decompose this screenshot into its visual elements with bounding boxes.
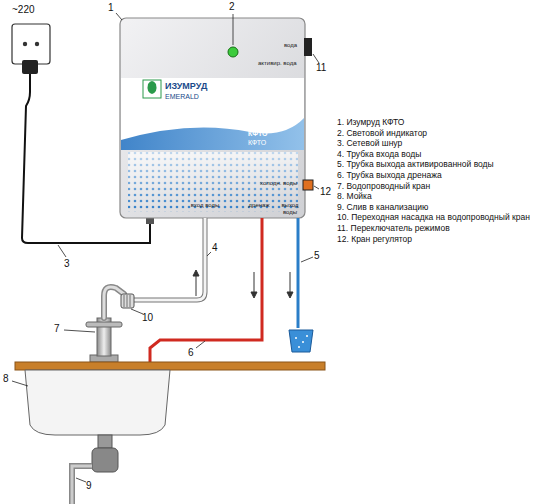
model-name: КФТО [248, 130, 267, 138]
model-name: КФТО [248, 139, 266, 147]
drain-trap [92, 448, 118, 472]
regulator-valve [303, 180, 313, 190]
drain-tube [150, 218, 262, 364]
logo-drop [148, 81, 157, 94]
inlet-tube [134, 218, 205, 300]
legend-line: 2. Световой индикатор [337, 129, 427, 138]
panel-label: холодн. воды [260, 180, 297, 187]
legend-line: 11. Переключатель режимов [337, 224, 450, 233]
legend-line: 7. Водопроводный кран [337, 182, 430, 191]
port-label: вход воды [189, 202, 221, 209]
legend-line: 9. Слив в канализацию [337, 203, 428, 212]
legend-line: 5. Трубка выхода активированной воды [337, 160, 494, 169]
indicator-light [228, 47, 238, 57]
callout-number: 7 [54, 323, 60, 334]
legend-line: 10. Переходная насадка на водопроводный … [337, 213, 530, 222]
brand-name: ИЗУМРУД [165, 82, 207, 92]
device-housing: ИЗУМРУДEMERALD КФТОКФТО вода активир. вода х… [120, 18, 305, 218]
tap-adapter [121, 294, 134, 308]
device-housing [120, 18, 305, 218]
legend-line: 8. Мойка [337, 192, 372, 201]
callout-number: 1 [108, 2, 114, 13]
panel-label: вода [284, 42, 297, 49]
mode-switch [304, 38, 312, 56]
plug [22, 60, 38, 74]
wall-socket [12, 24, 50, 64]
callout-number: 3 [64, 258, 70, 269]
leader-lines [12, 13, 319, 482]
callout-number: 12 [320, 186, 331, 197]
callout-number: 9 [86, 480, 92, 491]
callout-number: 2 [229, 1, 235, 12]
sink [25, 370, 170, 435]
port-label: выход воды [276, 202, 304, 215]
legend-line: 12. Кран регулятор [337, 235, 412, 244]
outlet-tube [297, 218, 300, 328]
drain-pipe [72, 466, 92, 504]
callout-number: 10 [142, 312, 153, 323]
countertop [15, 362, 325, 370]
glass [289, 330, 313, 352]
callout-number: 6 [188, 347, 194, 358]
panel-label: активир. вода [258, 60, 297, 67]
legend-line: 1. Изумруд КФТО [337, 118, 404, 127]
legend-line: 3. Сетевой шнур [337, 139, 402, 148]
callout-number: 4 [212, 242, 218, 253]
callout-number: 11 [316, 62, 326, 73]
voltage-label: ~220 [12, 4, 35, 15]
legend-line: 4. Трубка входа воды [337, 150, 421, 159]
callout-number: 5 [314, 250, 320, 261]
callout-number: 8 [3, 373, 9, 384]
legend-line: 6. Трубка выхода дренажа [337, 171, 442, 180]
brand-name: EMERALD [165, 93, 199, 101]
port-label: дренаж [244, 202, 274, 209]
